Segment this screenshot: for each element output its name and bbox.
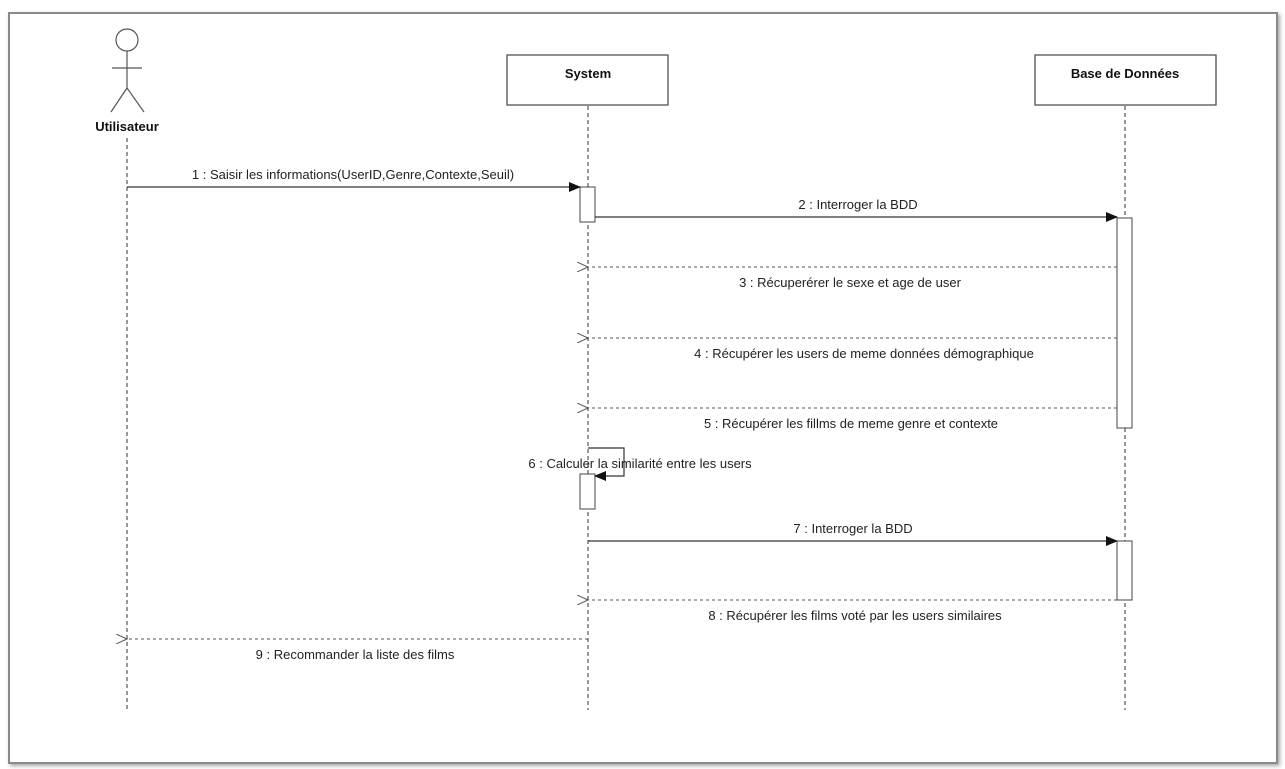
- message-label: 4 : Récupérer les users de meme données …: [694, 346, 1034, 361]
- activation-bar-system-1: [579, 186, 596, 223]
- participant-label-database: Base de Données: [1071, 66, 1179, 81]
- message-self-arrow: [588, 447, 625, 481]
- participant-system[interactable]: System: [506, 54, 669, 106]
- activation-bar-system-2: [579, 473, 596, 510]
- activation-bar-database-1: [1116, 217, 1133, 429]
- message-label: 1 : Saisir les informations(UserID,Genre…: [192, 167, 514, 182]
- actor-label-utilisateur: Utilisateur: [95, 119, 159, 134]
- message-2[interactable]: 2 : Interroger la BDD: [595, 197, 1118, 222]
- message-4[interactable]: 4 : Récupérer les users de meme données …: [588, 338, 1117, 361]
- message-label: 9 : Recommander la liste des films: [256, 647, 455, 662]
- message-label: 3 : Récuperérer le sexe et age de user: [739, 275, 962, 290]
- message-3[interactable]: 3 : Récuperérer le sexe et age de user: [588, 267, 1117, 290]
- participant-label-system: System: [565, 66, 611, 81]
- activation-bar-database-2: [1116, 540, 1133, 601]
- message-1[interactable]: 1 : Saisir les informations(UserID,Genre…: [127, 167, 581, 192]
- stick-figure-icon: [110, 28, 145, 113]
- message-label: 6 : Calculer la similarité entre les use…: [528, 456, 752, 471]
- message-label: 2 : Interroger la BDD: [798, 197, 917, 212]
- message-5[interactable]: 5 : Récupérer les fillms de meme genre e…: [588, 408, 1117, 431]
- participant-box-system: [506, 54, 669, 106]
- participant-box-database: [1034, 54, 1217, 106]
- participant-database[interactable]: Base de Données: [1034, 54, 1217, 106]
- message-6[interactable]: 6 : Calculer la similarité entre les use…: [528, 447, 752, 481]
- message-label: 7 : Interroger la BDD: [793, 521, 912, 536]
- message-8[interactable]: 8 : Récupérer les films voté par les use…: [588, 600, 1117, 623]
- message-label: 8 : Récupérer les films voté par les use…: [708, 608, 1002, 623]
- message-label: 5 : Récupérer les fillms de meme genre e…: [704, 416, 998, 431]
- message-9[interactable]: 9 : Recommander la liste des films: [127, 639, 588, 662]
- message-7[interactable]: 7 : Interroger la BDD: [588, 521, 1118, 546]
- actor-utilisateur[interactable]: Utilisateur: [95, 28, 159, 134]
